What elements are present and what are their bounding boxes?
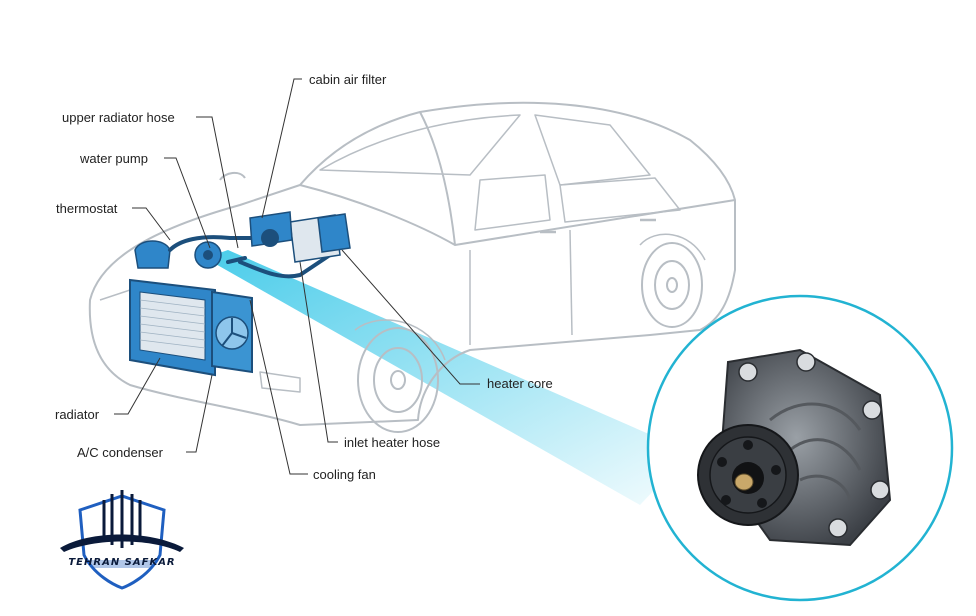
label-water-pump: water pump <box>80 151 148 166</box>
label-upper-radiator-hose: upper radiator hose <box>62 110 175 125</box>
water-pump-icon <box>697 348 892 547</box>
car-body <box>88 101 736 426</box>
label-cabin-air-filter: cabin air filter <box>309 72 387 87</box>
radiator <box>129 278 216 377</box>
highlight-beam <box>205 250 690 505</box>
label-cooling-fan: cooling fan <box>313 467 376 482</box>
cabin-air-filter <box>249 211 293 247</box>
cooling-fan <box>211 290 253 374</box>
label-inlet-heater-hose: inlet heater hose <box>344 435 441 450</box>
label-heater-core: heater core <box>487 376 553 391</box>
label-radiator: radiator <box>55 407 100 422</box>
front-wheel <box>354 319 446 433</box>
label-ac-condenser: A/C condenser <box>77 445 163 460</box>
thermostat <box>134 240 171 269</box>
tehran-safkar-logo <box>60 490 184 590</box>
water-pump <box>194 241 222 269</box>
hoses <box>168 235 332 279</box>
rear-wheel <box>639 233 706 328</box>
leader-lines <box>114 78 480 475</box>
label-thermostat: thermostat <box>56 201 118 216</box>
heater-core <box>289 213 351 263</box>
logo-text: TEHRAN SAFKAR <box>68 557 176 568</box>
